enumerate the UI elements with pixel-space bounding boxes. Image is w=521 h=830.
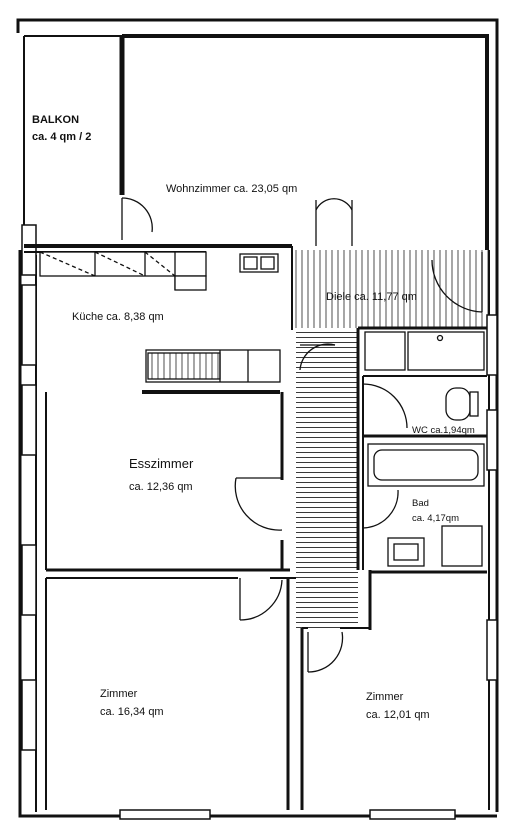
diele-label: Diele ca. 11,77 qm bbox=[326, 291, 417, 303]
zimmer-rechts-name: Zimmer bbox=[366, 691, 404, 703]
esszimmer-name: Esszimmer bbox=[129, 456, 194, 471]
diele-floor bbox=[292, 250, 488, 628]
wc-fixtures bbox=[364, 331, 485, 421]
wc-label: WC ca.1,94qm bbox=[412, 425, 475, 436]
kitchen-cabinets bbox=[39, 251, 279, 291]
inner-walls bbox=[24, 244, 487, 810]
balkon-area: ca. 4 qm / 2 bbox=[32, 131, 91, 143]
balkon-name: BALKON bbox=[32, 114, 79, 126]
right-windows bbox=[486, 314, 498, 681]
wohnzimmer-label: Wohnzimmer ca. 23,05 qm bbox=[166, 183, 297, 195]
bad-fixtures bbox=[367, 443, 485, 567]
bad-name: Bad bbox=[412, 498, 429, 509]
doors bbox=[121, 197, 483, 673]
esszimmer-area: ca. 12,36 qm bbox=[129, 481, 193, 493]
zimmer-links-area: ca. 16,34 qm bbox=[100, 706, 164, 718]
bad-area: ca. 4,17qm bbox=[412, 513, 459, 524]
kitchen-counter bbox=[145, 349, 281, 383]
zimmer-links-name: Zimmer bbox=[100, 688, 138, 700]
zimmer-rechts-area: ca. 12,01 qm bbox=[366, 709, 430, 721]
bottom-windows bbox=[119, 809, 456, 820]
kueche-label: Küche ca. 8,38 qm bbox=[72, 311, 164, 323]
left-windows bbox=[21, 224, 37, 751]
